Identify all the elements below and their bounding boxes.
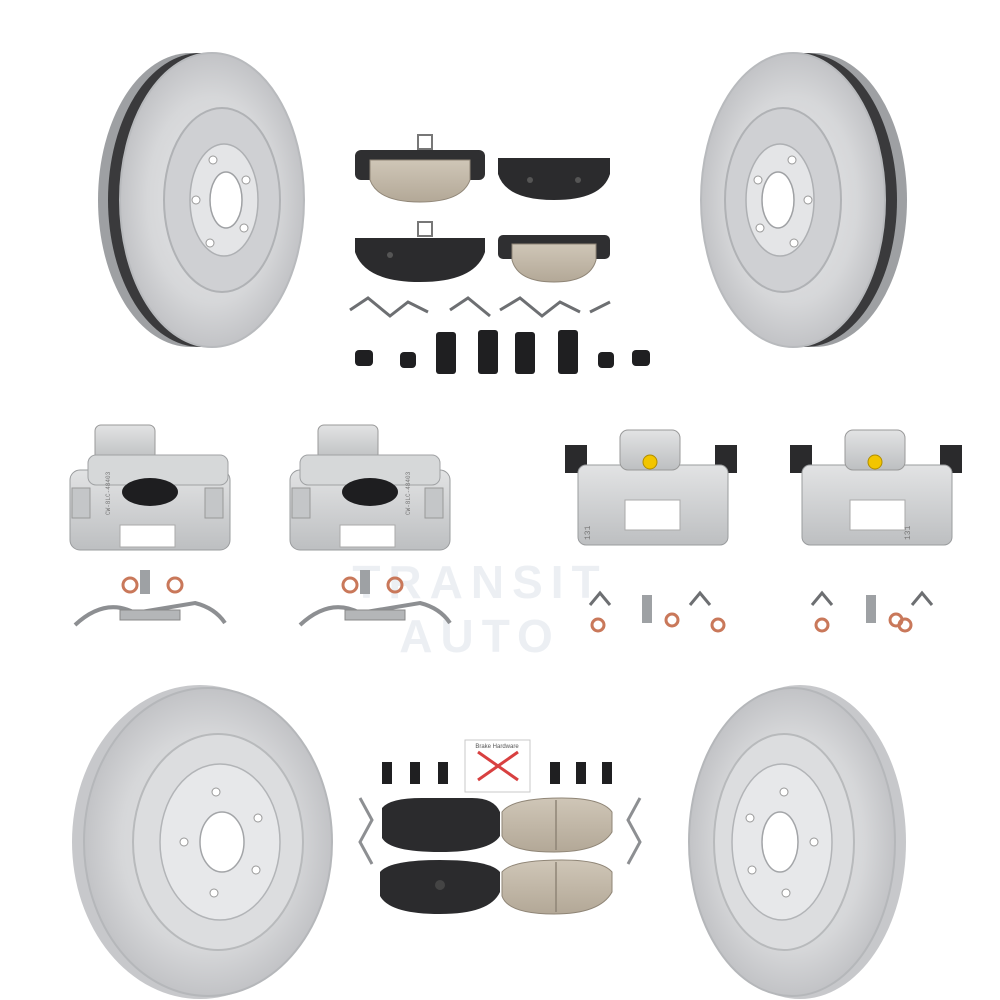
caliper-stamp: 131 <box>584 525 593 540</box>
brake-pad <box>498 158 610 200</box>
caliper-rear-left-hardware <box>588 590 726 633</box>
caliper-front-right: CW-8LC-48403 <box>289 424 451 551</box>
rotor-front-right <box>700 52 907 348</box>
caliper-front-left: CW-8LC-48403 <box>69 424 231 551</box>
caliper-front-right-hardware <box>298 570 452 627</box>
rotor-rear-right <box>688 685 906 999</box>
caliper-rear-right-hardware <box>810 590 934 633</box>
watermark-text: TRANSIT AUTO <box>352 556 608 662</box>
caliper-rear-right: 131 <box>790 429 962 546</box>
brake-pad <box>355 221 485 282</box>
caliper-rear-left: 131 <box>565 429 737 546</box>
caliper-stamp: CW-8LC-48403 <box>105 471 112 515</box>
rotor-front-left <box>98 52 305 348</box>
brake-pad <box>498 235 610 283</box>
caliper-stamp: 131 <box>904 525 913 540</box>
caliper-stamp: CW-8LC-48403 <box>405 471 412 515</box>
brake-pad <box>355 134 485 203</box>
caliper-front-left-hardware <box>73 570 227 627</box>
rear-brake-pad-set <box>349 134 650 374</box>
front-brake-pad-set: Brake Hardware <box>358 739 642 915</box>
rotor-rear-left <box>72 685 333 999</box>
hardware-packet-label: Brake Hardware <box>475 744 519 750</box>
